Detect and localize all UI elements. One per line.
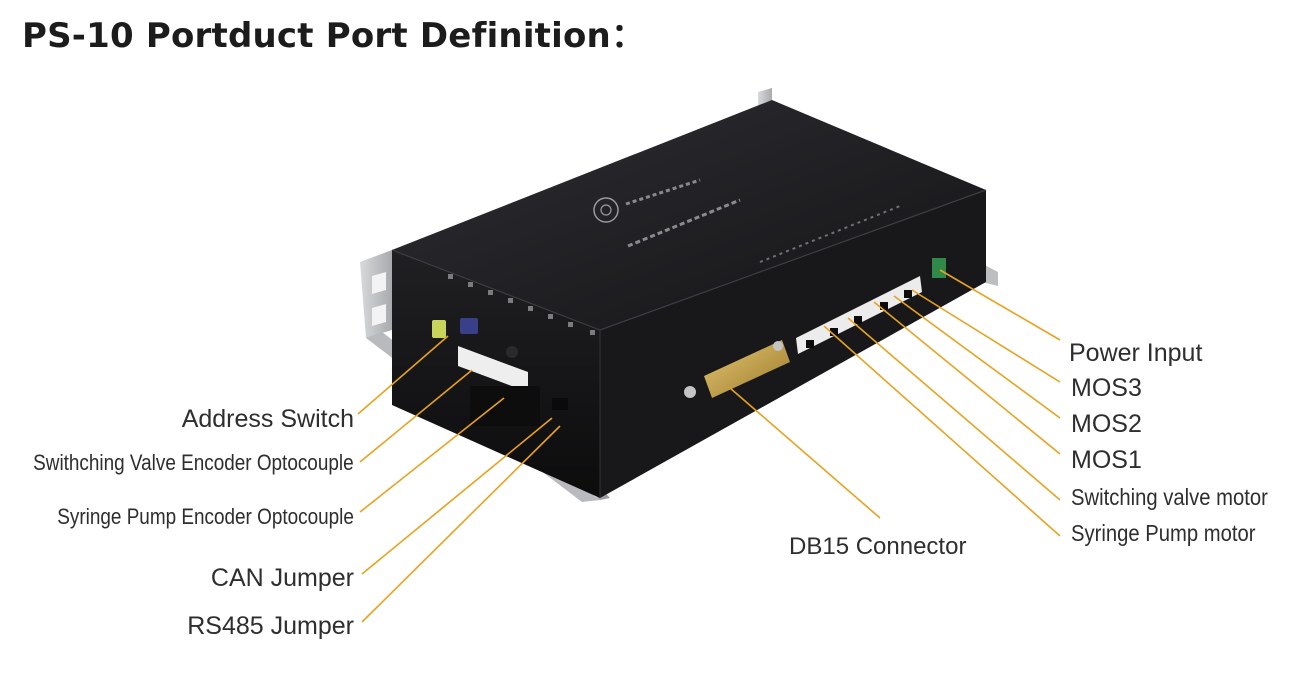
leader-db15 (729, 387, 881, 519)
label-mos3: MOS3 (1071, 374, 1142, 402)
leader-pump-motor (823, 325, 1061, 537)
leader-valve-encoder (359, 369, 473, 463)
label-db15-connector: DB15 Connector (789, 533, 967, 560)
page-title: PS-10 Portduct Port Definition： (22, 16, 646, 56)
label-valve-encoder: Swithching Valve Encoder Optocouple (33, 450, 354, 475)
label-address-switch: Address Switch (181, 405, 354, 433)
label-can-jumper: CAN Jumper (210, 564, 354, 592)
label-mos2: MOS2 (1071, 410, 1142, 438)
leader-address-switch (357, 335, 449, 415)
leader-valve-motor (847, 317, 1061, 501)
left-face-components (432, 274, 595, 426)
leader-mos3 (911, 289, 1061, 383)
label-syringe-pump-motor: Syringe Pump motor (1071, 520, 1256, 546)
leader-pump-encoder (359, 397, 505, 513)
leader-power-input (939, 269, 1061, 341)
label-rs485-jumper: RS485 Jumper (187, 612, 354, 640)
leader-rs485-jumper (361, 425, 561, 623)
label-mos1: MOS1 (1071, 446, 1142, 474)
leader-can-jumper (361, 417, 553, 575)
right-face-components (684, 258, 946, 398)
device-logo (593, 178, 901, 263)
label-power-input: Power Input (1069, 339, 1203, 367)
leader-lines (357, 269, 1061, 623)
leader-mos1 (873, 301, 1061, 455)
label-pump-encoder: Syringe Pump Encoder Optocouple (57, 504, 354, 529)
label-switching-valve-motor: Switching valve motor (1071, 484, 1268, 510)
leader-mos2 (893, 295, 1061, 419)
